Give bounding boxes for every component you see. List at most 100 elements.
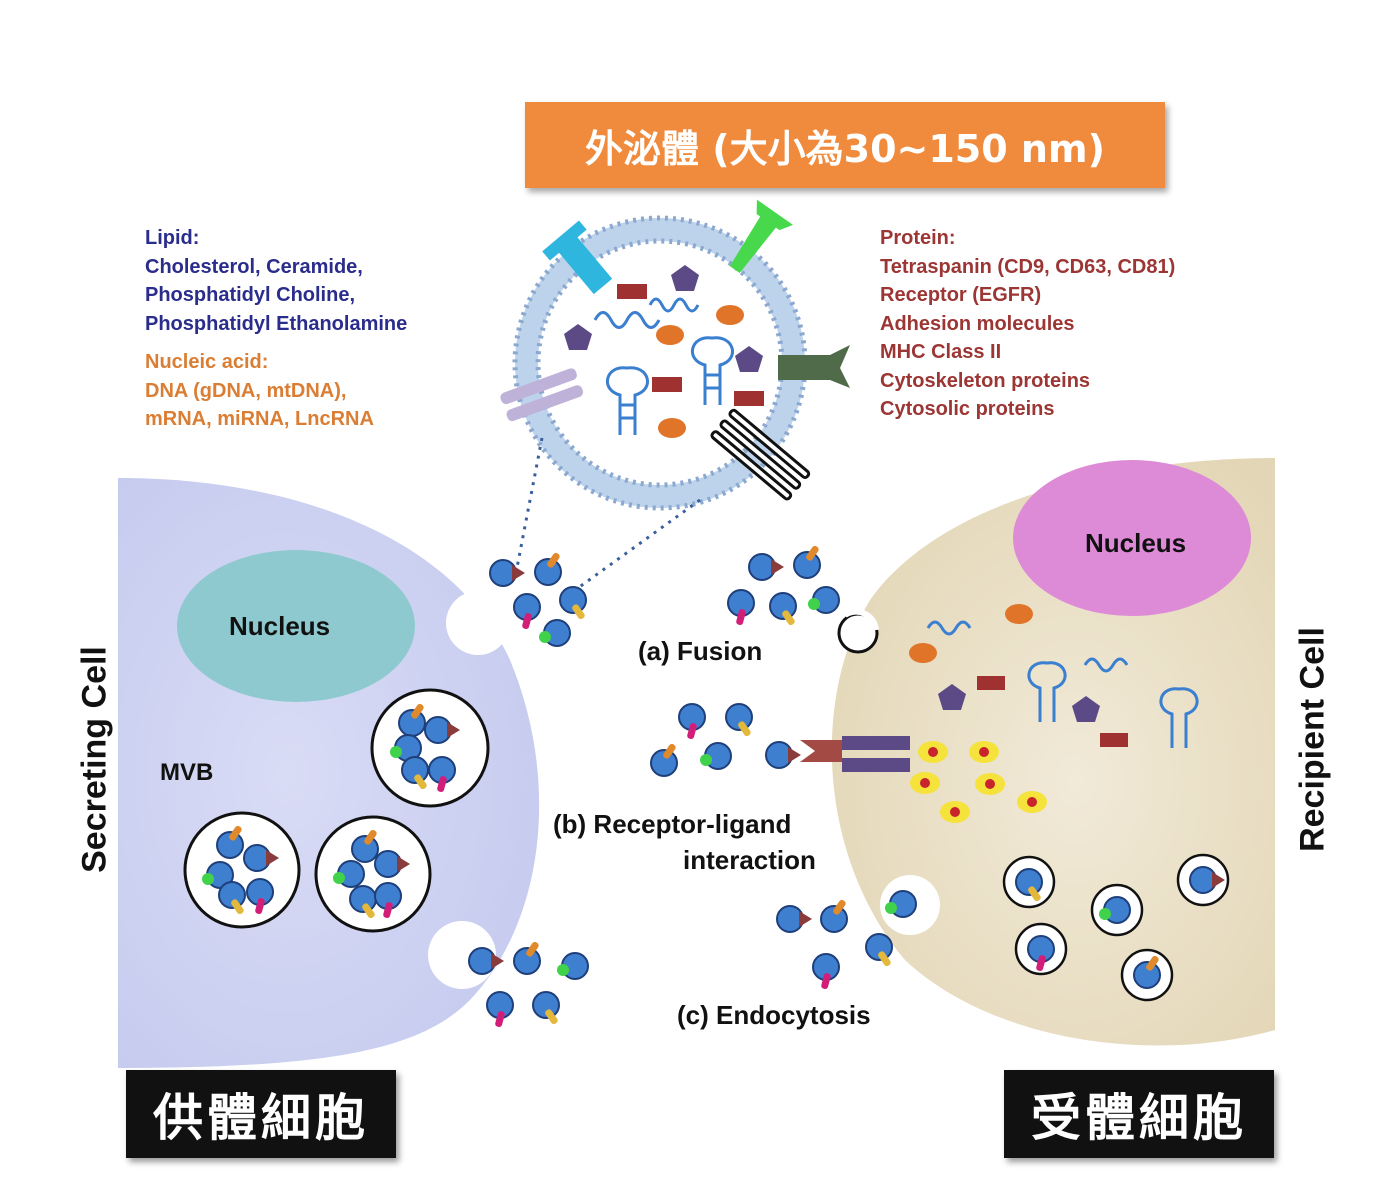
- banner-title: 外泌體 (大小為30~150 nm): [585, 126, 1105, 171]
- lipid-item: Cholesterol, Ceramide,: [145, 255, 363, 278]
- recipient-cell-label-box: 受體細胞: [1004, 1070, 1274, 1158]
- exosome-particle: [1133, 955, 1161, 989]
- protein-item: Receptor (EGFR): [880, 284, 1042, 306]
- lipid-droplet: [656, 325, 684, 345]
- exosome-particle: [1027, 935, 1055, 972]
- exosome-particle: [557, 952, 589, 980]
- recipient-cell-label: Recipient Cell: [1293, 627, 1332, 852]
- exosome-particle: [1099, 896, 1131, 924]
- exosome-particle: [513, 593, 541, 630]
- exosome-particle: [727, 589, 755, 626]
- secreting-nucleus: [177, 550, 415, 702]
- exosome-particle: [765, 741, 801, 769]
- secreting-nucleus-label: Nucleus: [229, 611, 331, 641]
- protein-item: Tetraspanin (CD9, CD63, CD81): [880, 255, 1176, 278]
- exosome-size-banner: 外泌體 (大小為30~150 nm): [525, 102, 1165, 188]
- exosome-particle: [539, 619, 571, 647]
- lipid-droplet: [716, 305, 744, 325]
- exosome-particle: [885, 890, 917, 918]
- exosome-particle: [793, 545, 821, 579]
- exosome-particle: [486, 991, 514, 1028]
- nucleic-acid-panel: Nucleic acid: DNA (gDNA, mtDNA), mRNA, m…: [145, 348, 374, 434]
- endosome: [1014, 922, 1068, 976]
- lipid-droplet: [658, 418, 686, 438]
- step-receptor-line1: (b) Receptor-ligand: [553, 809, 792, 839]
- signal-molecule: [975, 773, 1005, 795]
- exosome-particle: [678, 703, 706, 740]
- protein-item: Cytoskeleton proteins: [880, 369, 1091, 392]
- endosome: [1120, 948, 1174, 1002]
- exosome-particle: [398, 703, 426, 737]
- multivesicular-body: [183, 811, 301, 929]
- rna-strand: [593, 311, 661, 329]
- exosome-particle: [865, 933, 893, 967]
- magnified-exosome: [500, 199, 850, 590]
- protein-cargo: [617, 284, 647, 299]
- exosome-particle: [808, 586, 840, 614]
- exosome-particle: [216, 825, 244, 859]
- protein-heading: Protein:: [880, 227, 956, 249]
- exosome-particle: [424, 716, 460, 744]
- lipid-item: Phosphatidyl Choline,: [145, 284, 356, 306]
- black-lipid-bundle-icon: [710, 408, 811, 501]
- exosome-particle: [748, 553, 784, 581]
- signal-molecule: [940, 801, 970, 823]
- purple-adhesion-icon: [500, 368, 584, 422]
- exosome-particle: [725, 703, 753, 737]
- mirna-hairpin: [690, 336, 734, 405]
- exosome-particle: [513, 941, 541, 975]
- exosome-particle: [812, 953, 840, 990]
- signal-molecule: [910, 772, 940, 794]
- exosome-particle: [428, 756, 456, 793]
- rna-strand: [648, 297, 700, 313]
- multivesicular-body: [314, 815, 432, 933]
- signal-molecule: [969, 741, 999, 763]
- exosome-particle: [243, 844, 279, 872]
- protein-item: Cytosolic proteins: [880, 398, 1055, 420]
- step-receptor-line2: interaction: [683, 845, 816, 875]
- green-tetraspanin-icon: [729, 199, 793, 274]
- pentagon-cargo: [671, 265, 699, 291]
- pentagon-cargo: [735, 346, 763, 372]
- signal-molecule: [918, 741, 948, 763]
- secreting-cell-label: Secreting Cell: [75, 646, 114, 873]
- recipient-nucleus-label: Nucleus: [1085, 528, 1187, 558]
- exosome-particle: [374, 850, 410, 878]
- endosome: [1090, 883, 1144, 937]
- lipid-panel: Lipid: Cholesterol, Ceramide, Phosphatid…: [145, 224, 407, 338]
- released-cargo: [909, 604, 1199, 748]
- olive-mhc-icon: [778, 345, 850, 388]
- exosome-particle: [333, 860, 365, 888]
- exosome-particle: [532, 991, 560, 1025]
- exosome-particle: [351, 829, 379, 863]
- exosome-particle: [769, 592, 797, 626]
- nucleic-item: DNA (gDNA, mtDNA),: [145, 379, 347, 402]
- exosome-particle: [776, 905, 812, 933]
- nucleic-item: mRNA, miRNA, LncRNA: [145, 408, 374, 430]
- protein-item: Adhesion molecules: [880, 312, 1075, 335]
- cyan-receptor-icon: [542, 220, 613, 295]
- protein-item: MHC Class II: [880, 341, 1002, 363]
- zoom-line-left: [513, 437, 544, 579]
- exosome-particle: [820, 899, 848, 933]
- signal-molecules: [910, 741, 1047, 823]
- recipient-cell-text: 受體細胞: [1031, 1089, 1247, 1147]
- recipient-nucleus: [1013, 460, 1251, 616]
- protein-panel: Protein: Tetraspanin (CD9, CD63, CD81) R…: [880, 224, 1175, 424]
- exosome-particle: [1015, 868, 1043, 902]
- exosome-particle: [559, 586, 587, 620]
- exosome-particle: [218, 881, 246, 915]
- exosome-particle: [468, 947, 504, 975]
- budding-notch-upper: [446, 591, 510, 655]
- protein-cargo: [652, 377, 682, 392]
- exosome-particle: [534, 552, 562, 586]
- receptor-icon: [800, 736, 910, 772]
- donor-cell-text: 供體細胞: [153, 1089, 369, 1147]
- mirna-hairpin: [605, 366, 649, 435]
- multivesicular-body: [370, 688, 490, 808]
- endosome: [1176, 853, 1230, 907]
- exosome-particle: [390, 734, 422, 762]
- step-endocytosis: (c) Endocytosis: [677, 1000, 871, 1030]
